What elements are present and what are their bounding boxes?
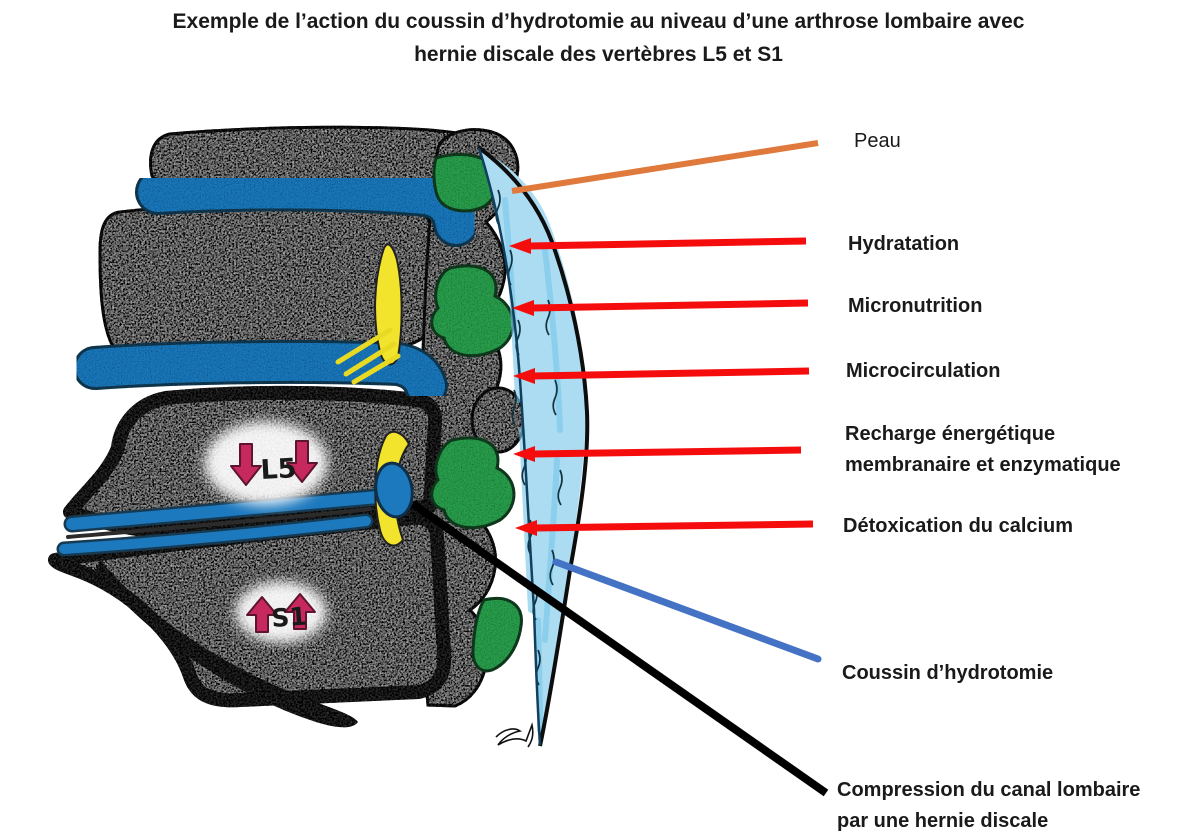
compression-arrows-group	[230, 440, 318, 633]
label-hydratation: Hydratation	[848, 233, 960, 255]
detoxication-arrowhead-icon	[515, 520, 537, 536]
nerve-root-streaks	[335, 327, 401, 385]
label-coussin-hydrotomie: Coussin d’hydrotomie	[842, 662, 1054, 684]
spine-illustration: L5 S1	[48, 125, 590, 748]
hydrotomy-cushion-group	[476, 145, 590, 748]
s1-vertebra-label: S1	[270, 602, 307, 633]
s1-dark-border-band-shape	[95, 560, 358, 728]
annotation-connectors	[410, 140, 829, 797]
micronutrition-arrow-line	[531, 299, 809, 312]
microcirculation-arrow-line	[532, 367, 810, 380]
label-compression-canal: Compression du canal lombaire par une he…	[837, 779, 1141, 832]
green-tissue-4-shape	[471, 597, 523, 673]
disc-herniation-shape	[374, 461, 414, 519]
hydratation-arrow-line	[528, 237, 807, 250]
hydrotomy-cushion-shape	[479, 148, 587, 745]
pinched-disc-lower-shape	[59, 516, 371, 554]
detoxication-arrow-line	[534, 520, 814, 532]
l5-vertebra-label: L5	[260, 453, 298, 486]
pinched-disc-upper-shape	[66, 491, 384, 530]
recharge-arrow-line	[532, 446, 802, 458]
pinched-disc-gap-line	[66, 507, 372, 539]
green-tissue-group	[430, 152, 523, 673]
label-detoxication-calcium: Détoxication du calcium	[843, 515, 1074, 537]
s1-up-arrow-icon	[284, 593, 316, 630]
vertebra-annotations-group: L5 S1	[204, 421, 328, 643]
green-tissue-3-shape	[430, 436, 516, 530]
l5-down-arrow-icon	[286, 440, 318, 483]
artist-signature	[495, 722, 534, 748]
title-line-1: Exemple de l’action du coussin d’hydroto…	[172, 10, 1025, 33]
green-tissue-2-shape	[430, 264, 515, 358]
peau-connector-line	[511, 140, 819, 194]
page-title: Exemple de l’action du coussin d’hydroto…	[0, 5, 1197, 71]
label-micronutrition: Micronutrition	[848, 295, 983, 317]
disc-2-shape	[76, 342, 445, 405]
nerve-tissue-group	[335, 243, 414, 547]
hydratation-arrowhead-icon	[509, 238, 531, 254]
cushion-inner-edge-line	[477, 147, 542, 746]
compression-connector-line	[410, 500, 829, 797]
pinched-disc-group	[56, 488, 387, 557]
microcirculation-arrowhead-icon	[513, 368, 535, 384]
label-peau: Peau	[854, 130, 901, 152]
label-microcirculation: Microcirculation	[846, 360, 1001, 382]
s1-up-arrow-icon	[246, 596, 278, 633]
recharge-arrowhead-icon	[513, 446, 535, 462]
label-recharge-energetique: Recharge énergétique membranaire et enzy…	[845, 423, 1121, 476]
coussin-connector-line	[552, 558, 822, 663]
title-line-2: hernie discale des vertèbres L5 et S1	[414, 43, 783, 66]
micronutrition-arrowhead-icon	[512, 300, 534, 316]
skin-outline	[476, 145, 590, 747]
l5-down-arrow-icon	[230, 443, 262, 486]
